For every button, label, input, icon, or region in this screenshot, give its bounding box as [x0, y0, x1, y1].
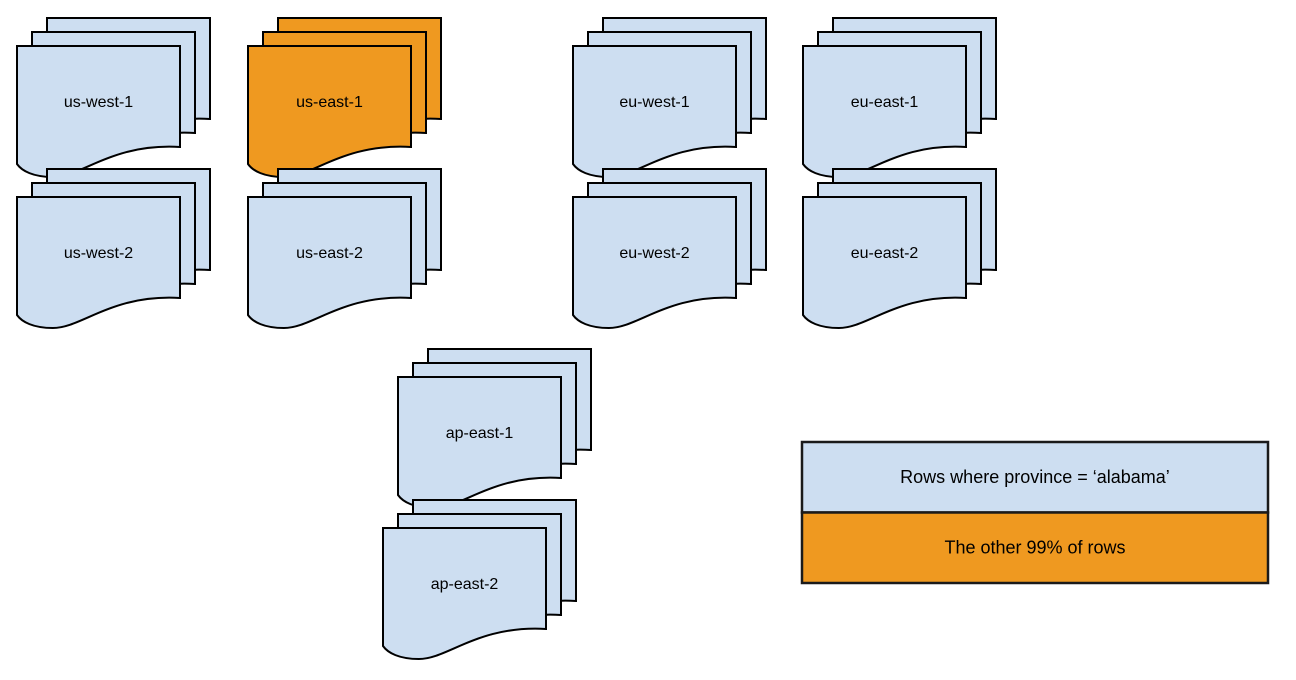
region-label-eu-east-1: eu-east-1	[851, 94, 919, 111]
legend-rows-subset-label: Rows where province = ‘alabama’	[900, 467, 1170, 487]
region-stack-us-east-1[interactable]: us-east-1	[247, 17, 442, 179]
region-label-us-east-2: us-east-2	[296, 245, 363, 262]
region-label-eu-west-2: eu-west-2	[619, 245, 689, 262]
legend-rows-other-swatch	[800, 511, 1270, 585]
region-stack-us-west-1[interactable]: us-west-1	[16, 17, 211, 179]
region-stack-us-east-2[interactable]: us-east-2	[247, 168, 442, 330]
region-stacks-layer: us-west-1 us-east-1 eu-west-1 eu-east-1 us-w…	[16, 17, 997, 661]
region-stack-us-west-2[interactable]: us-west-2	[16, 168, 211, 330]
document-sheet-front	[802, 196, 967, 330]
document-sheet-front	[572, 196, 737, 330]
region-stack-eu-west-1[interactable]: eu-west-1	[572, 17, 767, 179]
legend: Rows where province = ‘alabama’ The other…	[800, 440, 1270, 585]
region-label-us-west-1: us-west-1	[64, 94, 133, 111]
document-sheet-front	[247, 196, 412, 330]
region-label-eu-west-1: eu-west-1	[619, 94, 689, 111]
region-stack-eu-west-2[interactable]: eu-west-2	[572, 168, 767, 330]
region-label-eu-east-2: eu-east-2	[851, 245, 919, 262]
region-label-us-west-2: us-west-2	[64, 245, 133, 262]
region-stack-ap-east-2[interactable]: ap-east-2	[382, 499, 577, 661]
legend-rows-subset-swatch	[800, 440, 1270, 514]
region-stack-eu-east-2[interactable]: eu-east-2	[802, 168, 997, 330]
region-stack-eu-east-1[interactable]: eu-east-1	[802, 17, 997, 179]
region-label-ap-east-1: ap-east-1	[446, 425, 514, 442]
region-label-ap-east-2: ap-east-2	[431, 576, 499, 593]
legend-rows-other-label: The other 99% of rows	[944, 538, 1125, 558]
region-stack-ap-east-1[interactable]: ap-east-1	[397, 348, 592, 510]
document-sheet-front	[16, 196, 181, 330]
document-sheet-front	[382, 527, 547, 661]
region-label-us-east-1: us-east-1	[296, 94, 363, 111]
